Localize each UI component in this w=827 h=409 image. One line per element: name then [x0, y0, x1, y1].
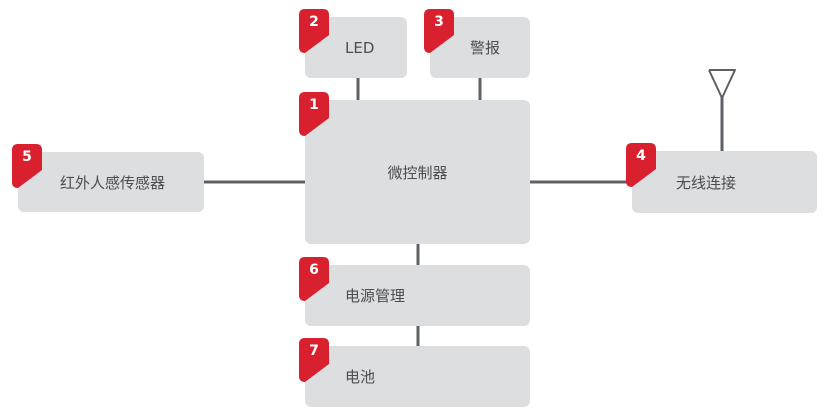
antenna-icon — [708, 69, 736, 99]
badge-6-number: 6 — [309, 262, 319, 278]
pir-sensor-block: 红外人感传感器 5 — [12, 144, 204, 212]
wireless-label: 无线连接 — [676, 173, 737, 192]
led-block: LED 2 — [299, 9, 407, 78]
mcu-block: 微控制器 1 — [299, 92, 530, 244]
badge-1: 1 — [299, 92, 335, 136]
battery-block: 电池 7 — [299, 338, 530, 407]
badge-3-number: 3 — [434, 14, 444, 30]
alarm-label: 警报 — [470, 39, 501, 57]
battery-label: 电池 — [345, 368, 376, 386]
alarm-block: 警报 3 — [424, 9, 530, 78]
badge-1-number: 1 — [309, 97, 319, 113]
badge-5: 5 — [12, 144, 48, 188]
badge-3: 3 — [424, 9, 460, 53]
badge-4-number: 4 — [636, 148, 646, 164]
badge-2: 2 — [299, 9, 335, 53]
badge-2-number: 2 — [309, 14, 319, 30]
wireless-block: 无线连接 4 — [626, 143, 817, 213]
led-label: LED — [345, 38, 375, 57]
power-management-block: 电源管理 6 — [299, 257, 530, 326]
badge-6: 6 — [299, 257, 335, 301]
badge-7-number: 7 — [309, 343, 319, 359]
badge-7: 7 — [299, 338, 335, 382]
mcu-label: 微控制器 — [387, 163, 448, 182]
badge-4: 4 — [626, 143, 662, 187]
power-management-label: 电源管理 — [345, 287, 406, 305]
pir-sensor-label: 红外人感传感器 — [60, 173, 166, 192]
badge-5-number: 5 — [22, 149, 32, 165]
